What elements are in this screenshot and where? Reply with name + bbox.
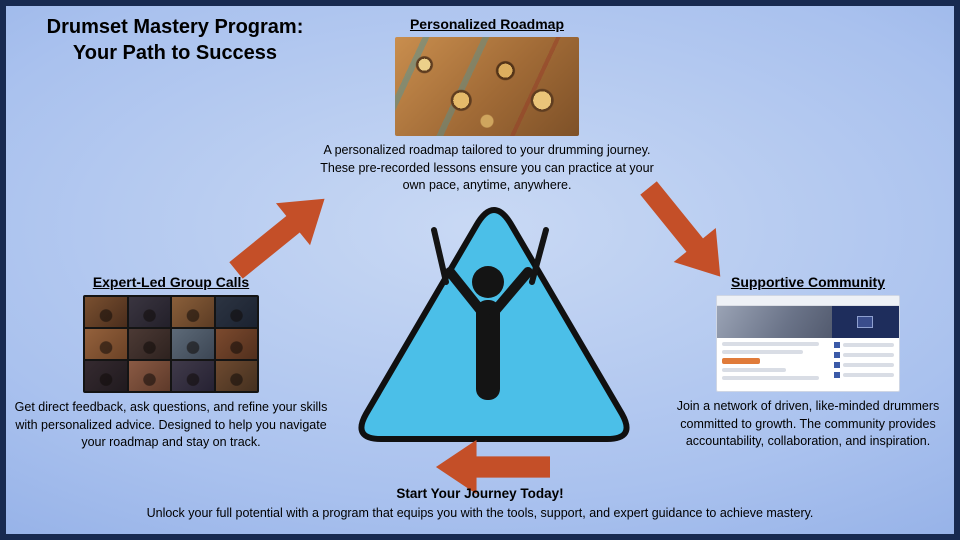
group-calls-heading: Expert-Led Group Calls <box>92 274 250 290</box>
community-image <box>716 295 900 392</box>
avatar <box>834 372 841 378</box>
roadmap-description: A personalized roadmap tailored to your … <box>320 143 654 192</box>
title-line-1: Drumset Mastery Program: <box>46 16 304 38</box>
video-tile <box>215 297 257 327</box>
video-tile <box>215 329 257 359</box>
roadmap-heading: Personalized Roadmap <box>409 16 565 32</box>
banner-cover <box>831 306 899 338</box>
video-tile <box>172 297 214 327</box>
community-heading: Supportive Community <box>730 274 885 290</box>
left-drumstick <box>431 227 449 285</box>
community-section: Supportive Community <box>658 274 954 451</box>
group-calls-description: Get direct feedback, ask questions, and … <box>14 400 328 449</box>
text-line <box>843 373 894 377</box>
slide-title: Drumset Mastery Program: Your Path to Suc… <box>20 14 330 66</box>
video-tile <box>128 361 170 391</box>
arrow-roadmap-to-community <box>640 181 721 277</box>
member-row <box>834 352 894 358</box>
video-tile <box>85 297 127 327</box>
text-line <box>722 350 803 354</box>
text-line <box>722 342 819 346</box>
figure-body <box>476 300 500 400</box>
title-line-2: Your Path to Success <box>72 42 278 64</box>
highlight-line <box>722 358 760 364</box>
member-row <box>834 342 894 348</box>
video-tile <box>172 329 214 359</box>
arrow-shape <box>640 181 721 277</box>
text-line <box>722 368 787 372</box>
members-column <box>834 342 894 387</box>
video-tile <box>128 297 170 327</box>
video-tile <box>172 361 214 391</box>
video-tile <box>128 329 170 359</box>
arrow-community-to-group-calls <box>435 439 550 495</box>
banner-photo <box>717 306 832 338</box>
community-description: Join a network of driven, like-minded dr… <box>676 399 940 448</box>
cta-heading: Start Your Journey Today! <box>396 486 564 501</box>
community-banner <box>717 306 899 338</box>
video-tile <box>85 329 127 359</box>
roadmap-image <box>395 37 579 136</box>
video-tile <box>215 361 257 391</box>
text-line <box>843 353 894 357</box>
cta-section: Start Your Journey Today! Unlock your fu… <box>6 486 954 520</box>
browser-toolbar <box>717 296 899 306</box>
feed-column <box>722 342 829 387</box>
figure-head <box>472 266 504 298</box>
group-calls-image <box>83 295 259 393</box>
avatar <box>834 342 841 348</box>
member-row <box>834 362 894 368</box>
left-arm <box>445 267 487 317</box>
arrow-group-calls-to-roadmap <box>229 198 325 279</box>
community-feed <box>717 338 899 391</box>
cta-description: Unlock your full potential with a progra… <box>146 506 814 520</box>
right-arm <box>489 267 533 317</box>
group-calls-section: Expert-Led Group Calls Get direct feedba… <box>8 274 334 452</box>
figure-arms-and-sticks <box>431 227 549 317</box>
text-line <box>843 363 894 367</box>
avatar <box>834 362 841 368</box>
roadmap-section: Personalized Roadmap A personalized road… <box>311 16 663 195</box>
avatar <box>834 352 841 358</box>
text-line <box>722 376 819 380</box>
arrow-shape <box>229 198 325 279</box>
drummer-pictogram <box>358 207 630 442</box>
right-drumstick <box>529 227 549 285</box>
arrow-shape <box>435 439 550 495</box>
text-line <box>843 343 894 347</box>
drummer-figure <box>472 266 504 400</box>
member-row <box>834 372 894 378</box>
video-tile <box>85 361 127 391</box>
